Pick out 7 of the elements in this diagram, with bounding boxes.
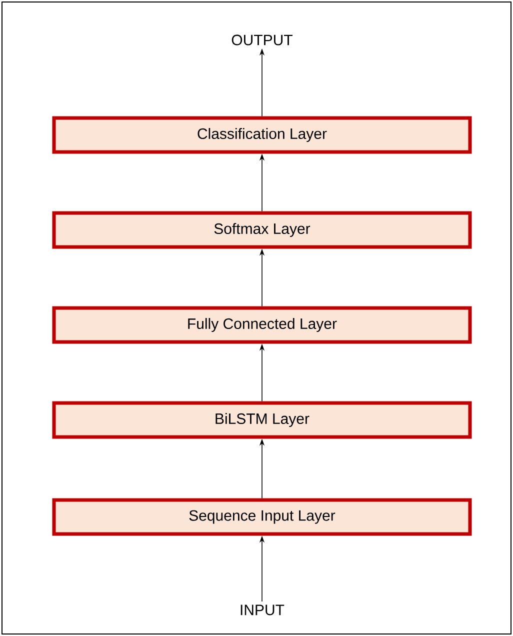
- layer-box: Classification Layer: [52, 116, 472, 154]
- layer-box: Sequence Input Layer: [52, 498, 472, 536]
- layer-box: Fully Connected Layer: [52, 306, 472, 344]
- layer-box: Softmax Layer: [52, 211, 472, 249]
- io-label: OUTPUT: [232, 34, 292, 46]
- layer-box: BiLSTM Layer: [52, 401, 472, 439]
- io-label: INPUT: [240, 604, 284, 616]
